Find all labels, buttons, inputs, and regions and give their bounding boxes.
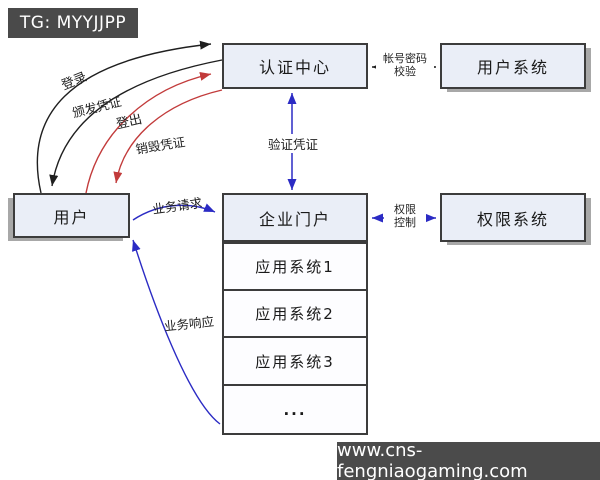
app-system-stack: 应用系统1 应用系统2 应用系统3 ... — [222, 242, 368, 435]
node-app-system-2: 应用系统2 — [224, 289, 366, 336]
watermark-text: www.cns-fengniaogaming.com — [337, 440, 528, 480]
edge-business-response-arrow — [132, 239, 221, 425]
node-user-system: 用户系统 — [440, 43, 586, 89]
node-app-system-more: ... — [224, 384, 366, 433]
node-app-system-more-label: ... — [283, 400, 307, 419]
edge-destroy-credential-arrow — [113, 89, 223, 184]
edge-label-verify-credential: 验证凭证 — [266, 134, 321, 153]
edge-label-permission-control: 权限 控制 — [384, 203, 426, 229]
edge-issue-credential-arrow — [49, 59, 223, 187]
node-perm-system-label: 权限系统 — [476, 209, 549, 229]
node-user-system-label: 用户系统 — [476, 58, 549, 77]
node-app-system-1-label: 应用系统1 — [255, 258, 335, 276]
edge-business-request-arrow — [132, 203, 216, 221]
node-portal: 企业门户 — [222, 193, 368, 242]
watermark-bar: www.cns-fengniaogaming.com — [337, 440, 600, 480]
node-portal-label: 企业门户 — [258, 209, 331, 229]
tg-badge: TG: MYYJJPP — [8, 8, 138, 38]
node-app-system-1: 应用系统1 — [224, 244, 366, 289]
node-app-system-2-label: 应用系统2 — [255, 305, 335, 323]
node-perm-system: 权限系统 — [440, 193, 586, 242]
edge-login-arrow — [36, 40, 212, 194]
tg-badge-text: TG: MYYJJPP — [19, 13, 127, 33]
node-auth-center-label: 认证中心 — [258, 58, 331, 77]
node-user-label: 用户 — [53, 207, 90, 227]
node-auth-center: 认证中心 — [222, 43, 368, 89]
edge-label-account-check: 帐号密码 校验 — [376, 52, 434, 78]
node-app-system-3-label: 应用系统3 — [255, 352, 335, 371]
edge-logout-arrow — [85, 71, 212, 194]
node-user: 用户 — [13, 193, 130, 238]
node-app-system-3: 应用系统3 — [224, 336, 366, 384]
